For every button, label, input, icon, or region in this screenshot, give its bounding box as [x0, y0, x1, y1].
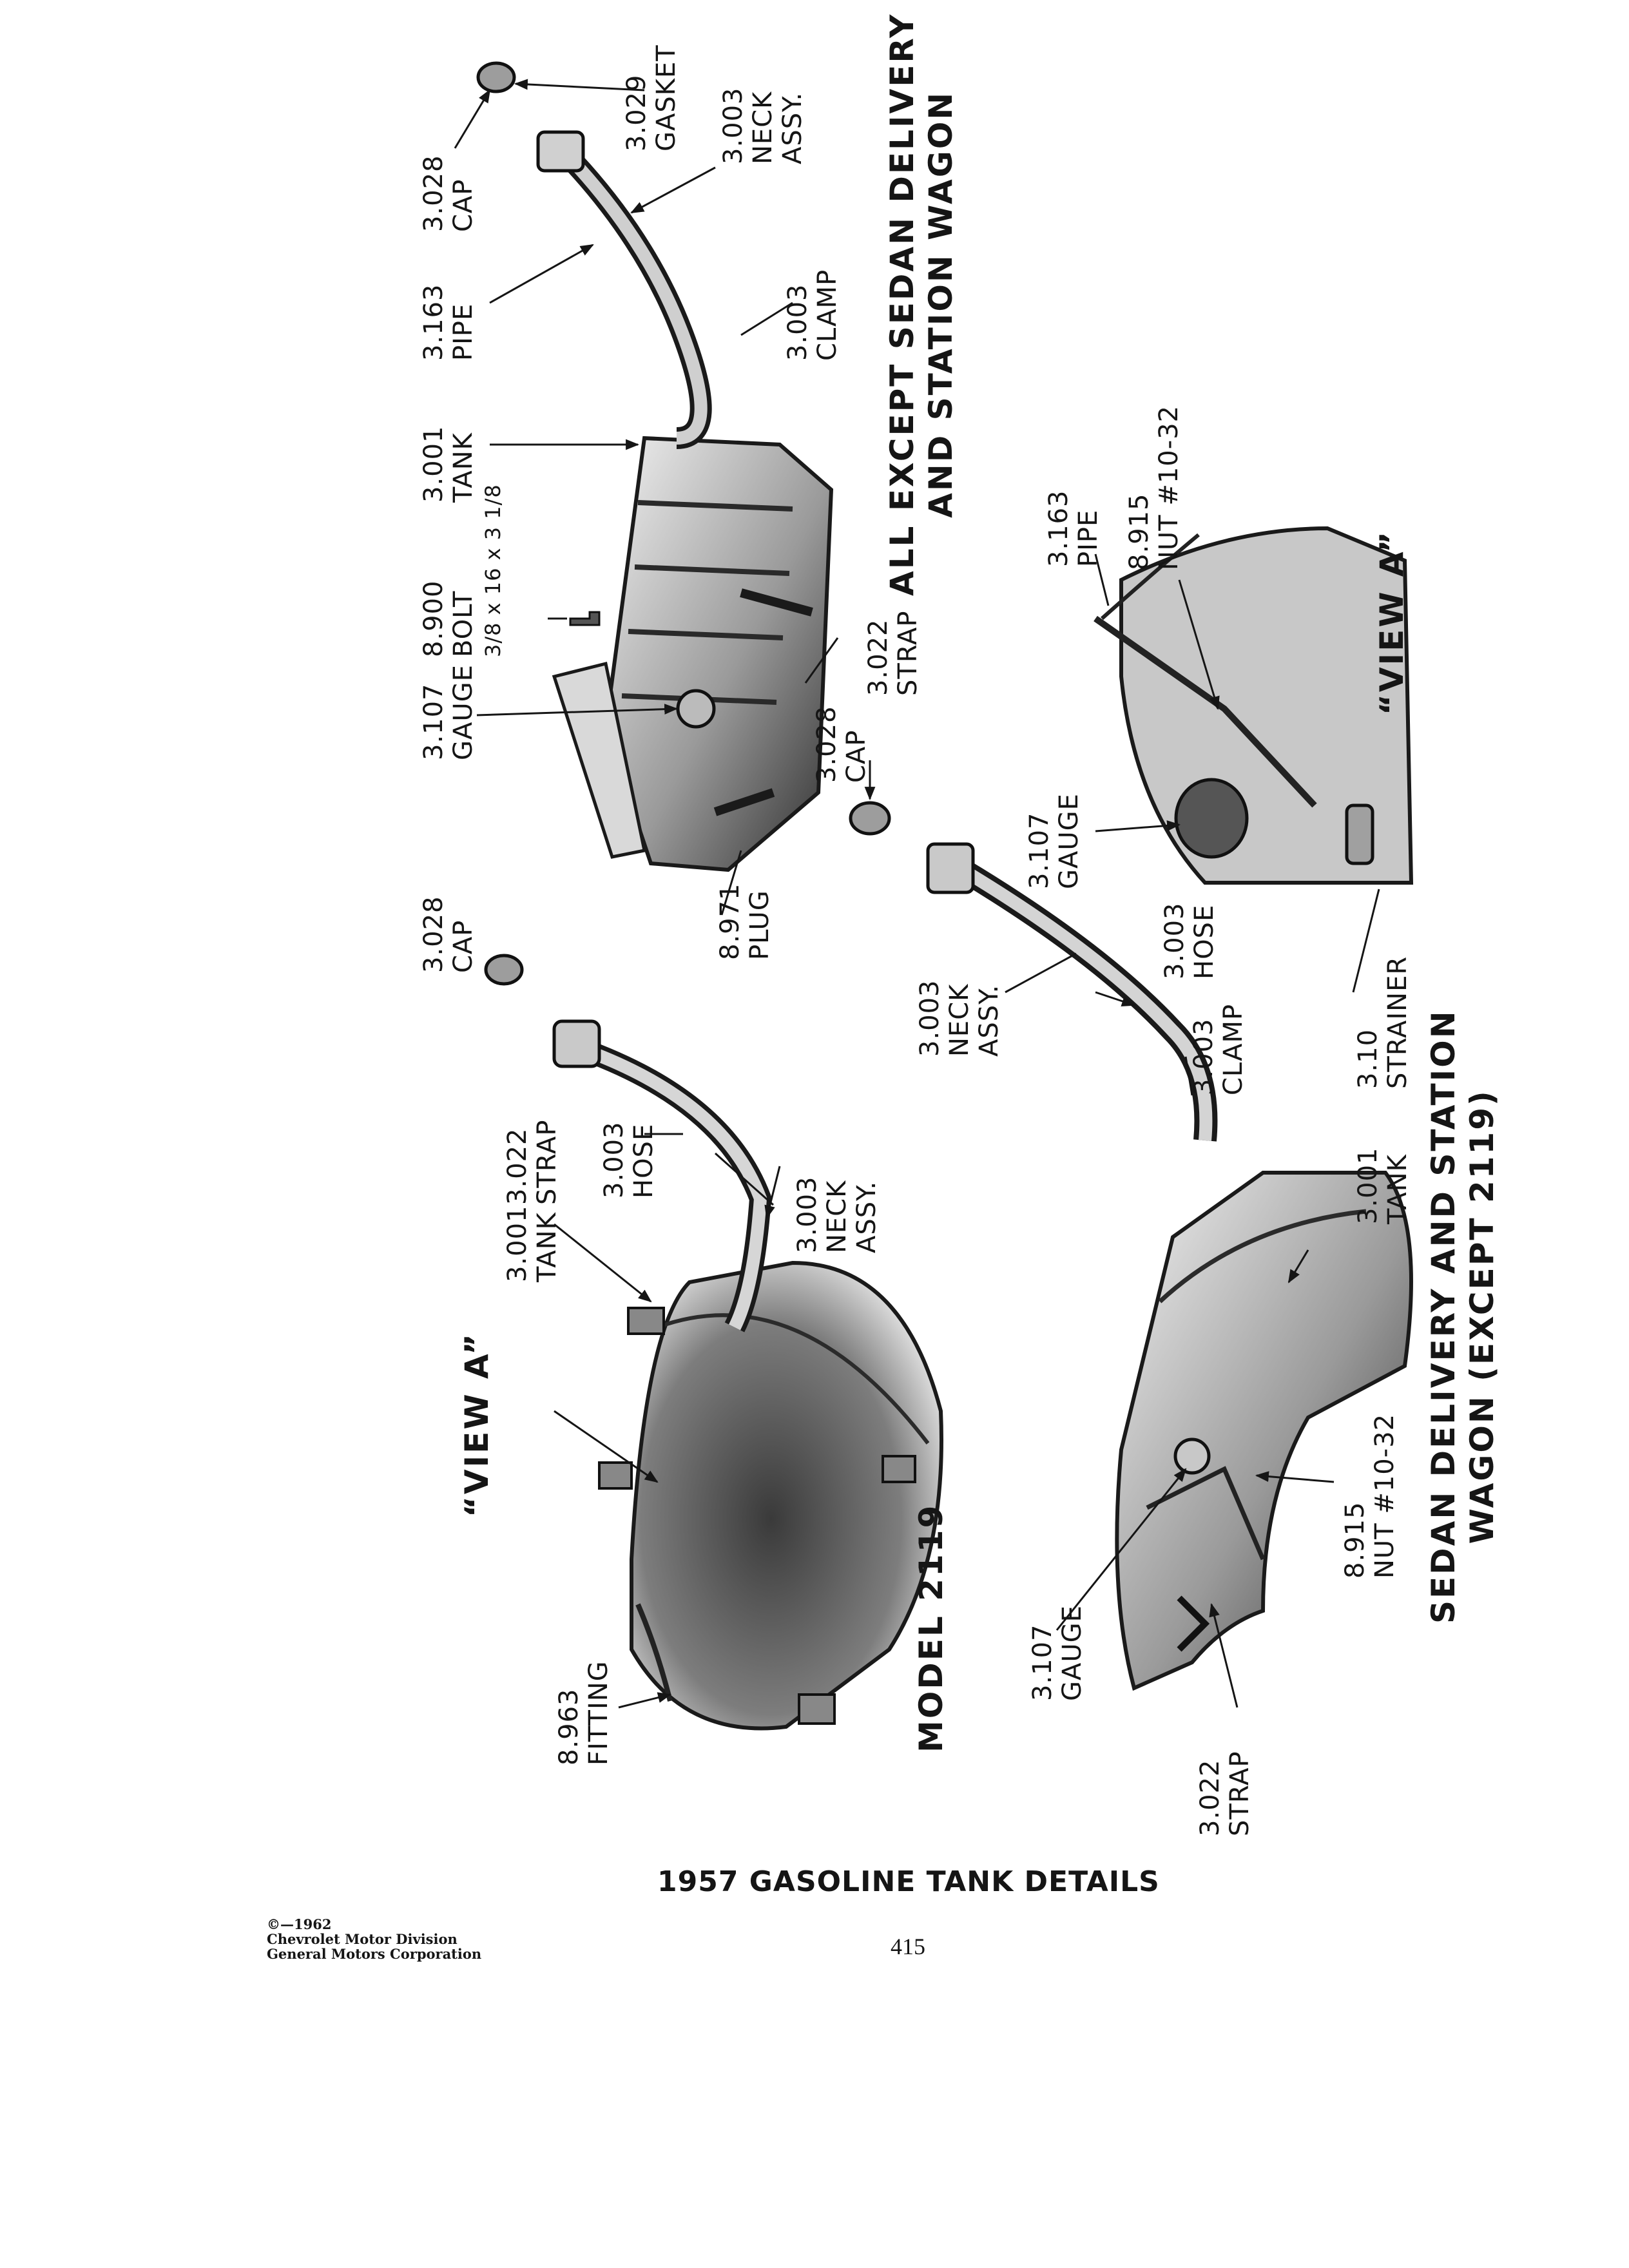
view-a-label-model: “VIEW A”: [458, 1332, 496, 1517]
page-number: 415: [891, 1934, 925, 1959]
page-caption: 1957 GASOLINE TANK DETAILS: [657, 1865, 1160, 1898]
heading-model-2119: MODEL 2119: [912, 1503, 950, 1753]
view-a-label-detail: “VIEW A”: [1373, 530, 1411, 715]
model-2119-filler-neck: [552, 1019, 772, 1702]
loose-fuel-caps: [476, 61, 891, 986]
view-a-detail: [1094, 526, 1414, 885]
top-filler-neck: [536, 130, 712, 449]
model-2119-tank: [598, 1260, 943, 1731]
sedan-tank: [1115, 1171, 1413, 1691]
leader-lines: [454, 79, 1380, 1709]
top-fuel-tank: [552, 436, 834, 872]
sedan-filler-neck: [926, 842, 1218, 1142]
